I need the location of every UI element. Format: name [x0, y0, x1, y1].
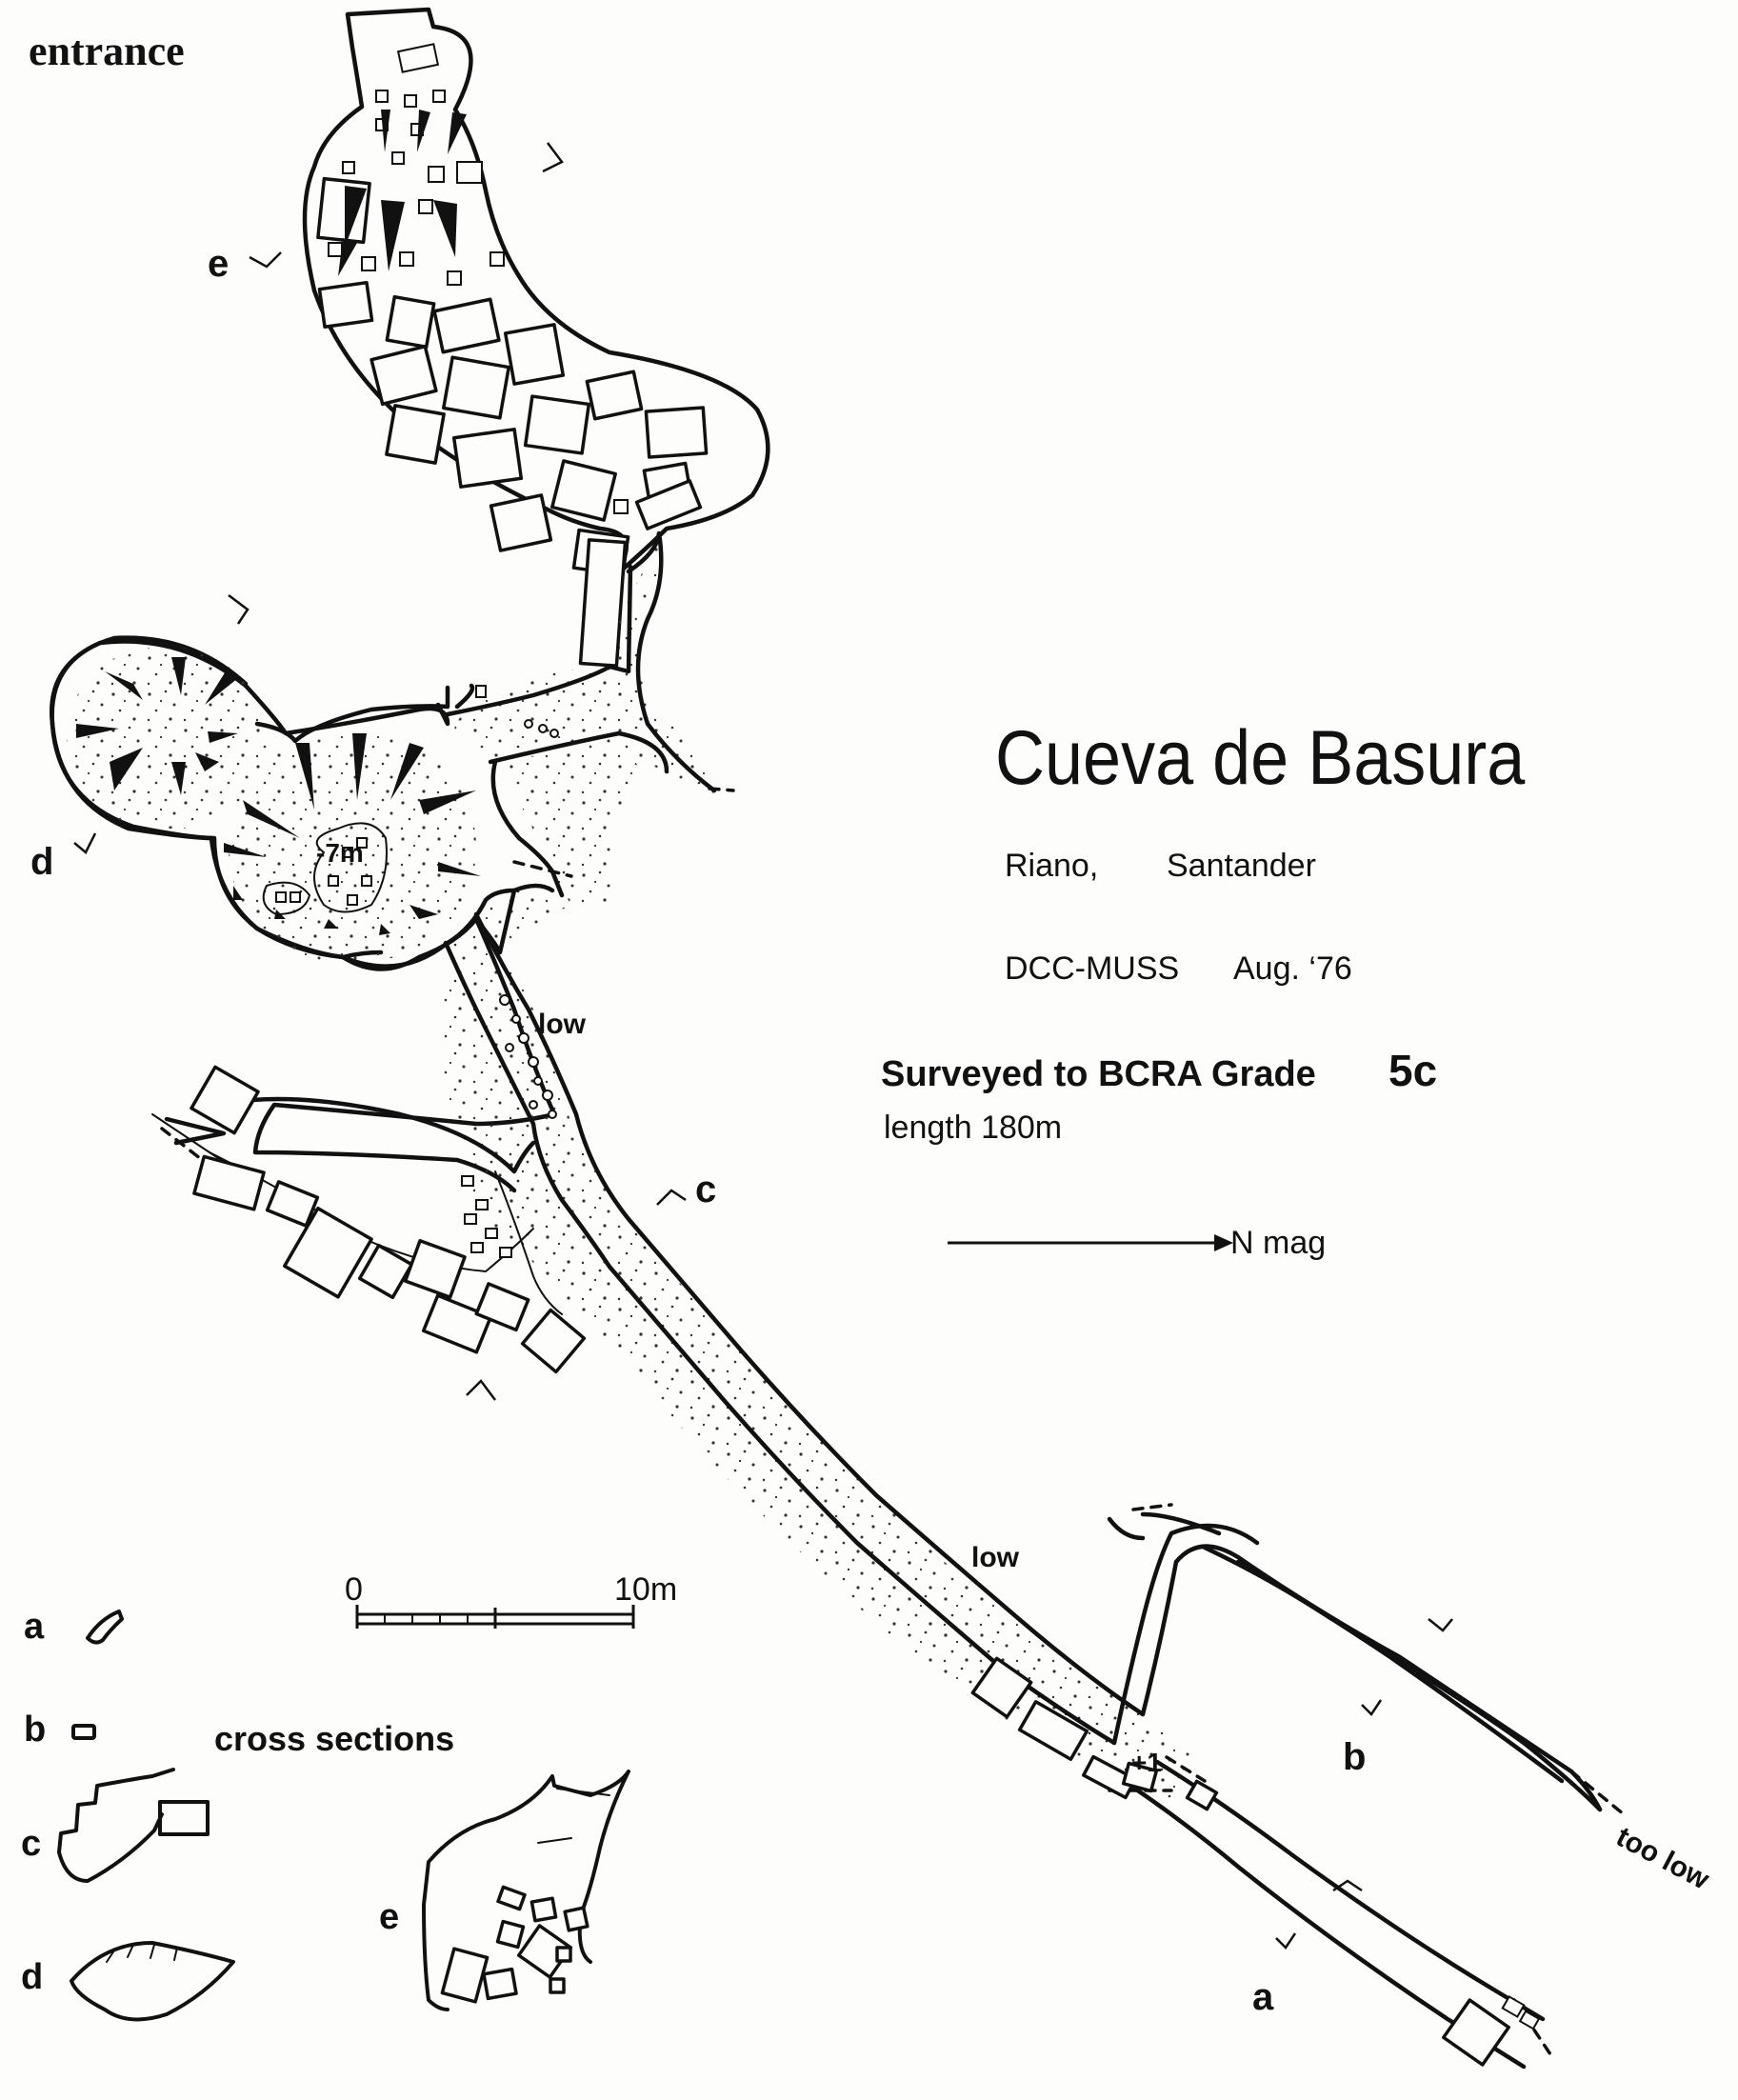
survey-credit: DCC-MUSS	[1005, 950, 1179, 987]
scale-start-label: 0	[345, 1571, 363, 1608]
cross-section-e-shape	[422, 1770, 630, 2011]
depth-marker-minus7: -7m	[316, 838, 364, 868]
domed-chamber	[50, 530, 1190, 1800]
depth-marker-plus1: +1	[1131, 1748, 1162, 1777]
depth-contour	[313, 822, 388, 913]
section-marker-d: d	[30, 841, 53, 883]
section-marker-c: c	[695, 1169, 716, 1210]
cross-sections-heading: cross sections	[214, 1719, 454, 1758]
section-marker-b: b	[1343, 1736, 1366, 1778]
slope-pebbles	[461, 1175, 512, 1258]
entrance-label: entrance	[29, 28, 185, 74]
section-marker-a: a	[1252, 1976, 1274, 2018]
cross-section-b-shape	[71, 1724, 96, 1740]
cross-section-label-e: e	[379, 1897, 399, 1937]
cross-section-a-shape	[86, 1610, 124, 1645]
location-place: Riano,	[1005, 848, 1098, 884]
dome-spokes-right	[224, 733, 481, 935]
passage-note-low-upper: low	[538, 1009, 587, 1040]
survey-length: length 180m	[884, 1110, 1062, 1146]
cross-section-label-d: d	[21, 1957, 43, 1997]
cross-section-c-shape	[57, 1768, 175, 1883]
north-label: N mag	[1230, 1225, 1326, 1261]
cross-section-label-c: c	[21, 1824, 41, 1864]
entrance-chamber	[302, 7, 770, 668]
survey-date: Aug. ‘76	[1233, 950, 1352, 987]
entrance-stalagmites	[338, 110, 467, 276]
passage-note-too-low: too low	[1611, 1821, 1715, 1896]
survey-grade-value: 5c	[1388, 1046, 1437, 1095]
cross-section-label-b: b	[24, 1710, 46, 1750]
map-title: Cueva de Basura	[995, 715, 1526, 801]
north-arrow	[948, 1234, 1233, 1251]
scale-bar	[355, 1605, 635, 1629]
side-boulder-passage	[151, 1065, 587, 1374]
scale-end-label: 10m	[614, 1571, 677, 1608]
section-ticks	[73, 142, 1453, 1950]
entrance-boulders	[316, 176, 709, 577]
cross-section-shapes	[57, 1610, 630, 2022]
squeeze-slab	[578, 538, 628, 668]
main-passage	[440, 911, 1190, 1810]
passage-note-low-lower: low	[971, 1542, 1020, 1573]
cross-section-label-a: a	[24, 1607, 45, 1647]
location-region: Santander	[1167, 848, 1316, 884]
survey-grade-prefix: Surveyed to BCRA Grade	[881, 1054, 1316, 1094]
lower-branches	[970, 1503, 1626, 2070]
dome-spokes-left	[76, 657, 238, 795]
section-marker-e: e	[208, 243, 229, 285]
main-passage-pebbles	[499, 994, 557, 1119]
